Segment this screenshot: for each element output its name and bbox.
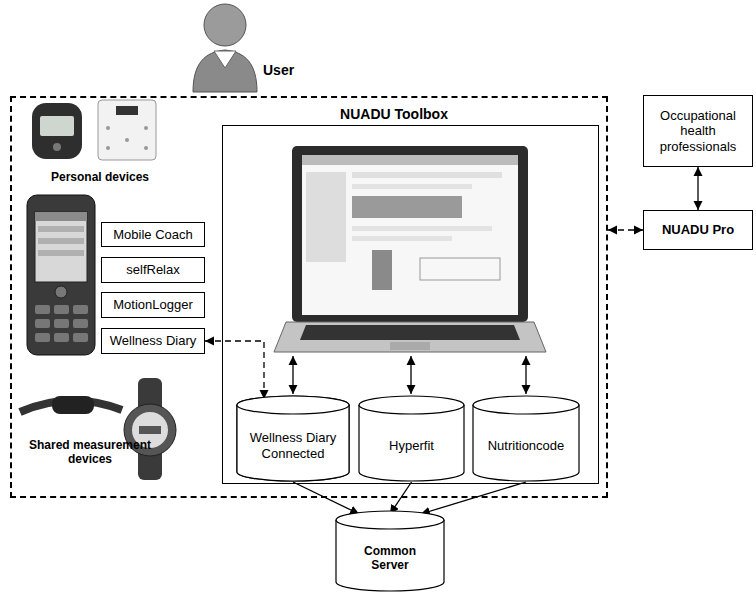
scale-dot bbox=[106, 126, 110, 130]
scale-body bbox=[98, 100, 156, 160]
watch-strap bbox=[138, 378, 162, 480]
node-label: Wellness Diary Connected bbox=[240, 430, 346, 461]
laptop-lid bbox=[292, 146, 528, 322]
phone-screen-bar bbox=[35, 212, 87, 221]
scale-dot bbox=[106, 146, 110, 150]
phone-menu-row bbox=[38, 226, 84, 232]
web-bubble bbox=[420, 258, 500, 280]
watch-display bbox=[139, 426, 161, 434]
phone-screen bbox=[35, 212, 87, 282]
web-row bbox=[352, 226, 492, 231]
laptop-frame bbox=[223, 126, 599, 484]
web-row bbox=[352, 184, 472, 189]
label-holder: Personal devices bbox=[35, 170, 165, 184]
connector-arrow bbox=[697, 167, 698, 210]
web-row bbox=[352, 172, 502, 178]
cylinder-body bbox=[237, 405, 349, 481]
cylinder-top bbox=[473, 396, 579, 414]
phone-menu-row bbox=[38, 238, 84, 244]
node-label: Occupational health professionals bbox=[648, 108, 748, 155]
laptop-link bbox=[292, 356, 293, 394]
node-label: Hyperfit bbox=[362, 438, 461, 454]
pedometer-body bbox=[32, 103, 82, 159]
cylinder-top bbox=[237, 396, 349, 414]
user-label: User bbox=[263, 62, 323, 79]
dashed-connector bbox=[205, 341, 264, 399]
web-person bbox=[372, 250, 392, 290]
laptop-touchpad bbox=[390, 342, 430, 350]
device-label: Personal devices bbox=[35, 170, 165, 184]
cylinder-body bbox=[237, 405, 349, 481]
connector-arrow bbox=[293, 482, 359, 514]
app-box: Wellness Diary bbox=[101, 328, 205, 354]
phone-key bbox=[35, 305, 50, 314]
group-title: NUADU Toolbox bbox=[324, 106, 464, 123]
laptop-base bbox=[274, 322, 546, 352]
phone-key bbox=[35, 333, 50, 342]
pedometer-button bbox=[53, 143, 61, 151]
database-cylinder: Wellness Diary Connected bbox=[236, 395, 350, 482]
belt-sensor bbox=[52, 396, 94, 414]
phone-key bbox=[54, 319, 69, 328]
cylinder-body bbox=[473, 405, 579, 481]
user-collar bbox=[214, 51, 236, 68]
scale-dot bbox=[125, 138, 129, 142]
node-label: Wellness Diary bbox=[106, 333, 200, 349]
database-cylinder: Nutritioncode bbox=[472, 395, 580, 482]
phone-key bbox=[54, 333, 69, 342]
node-label: Nutritioncode bbox=[476, 438, 576, 454]
database-cylinder: Hyperfit bbox=[358, 395, 465, 482]
app-box: MotionLogger bbox=[101, 292, 205, 318]
node-label: selfRelax bbox=[106, 262, 200, 278]
browser-bar bbox=[302, 155, 518, 165]
scale-dot bbox=[144, 146, 148, 150]
user-head bbox=[204, 4, 246, 46]
node-label: MotionLogger bbox=[106, 297, 200, 313]
app-box: selfRelax bbox=[101, 257, 205, 283]
web-picture bbox=[352, 196, 462, 218]
phone-key bbox=[73, 319, 88, 328]
user-body bbox=[193, 50, 257, 92]
cylinder-body bbox=[359, 405, 464, 481]
web-sidebar bbox=[306, 172, 346, 262]
cylinder-top bbox=[336, 511, 444, 529]
laptop-keyboard bbox=[300, 325, 520, 340]
device-label: Shared measurement devices bbox=[12, 438, 168, 467]
label-holder: User bbox=[263, 62, 323, 79]
role-box: Occupational health professionals bbox=[643, 95, 753, 167]
service-box: NUADU Pro bbox=[643, 210, 753, 250]
cylinder-body bbox=[336, 520, 444, 591]
phone-key bbox=[73, 305, 88, 314]
phone-key bbox=[73, 333, 88, 342]
node-label: Mobile Coach bbox=[106, 227, 200, 243]
node-label: NUADU Pro bbox=[648, 222, 748, 238]
label-holder: Shared measurement devices bbox=[12, 438, 168, 467]
laptop-link bbox=[410, 356, 411, 394]
toolbox-group: NUADU ToolboxMobile Coach selfRelaxMotion… bbox=[10, 96, 608, 498]
server-cylinder: Common Server bbox=[335, 510, 445, 592]
phone-key bbox=[35, 319, 50, 328]
node-label: Common Server bbox=[358, 544, 422, 573]
phone-key bbox=[54, 305, 69, 314]
phone-menu-row bbox=[38, 250, 84, 256]
web-row bbox=[352, 236, 452, 241]
scale-dot bbox=[144, 126, 148, 130]
scale-display bbox=[116, 106, 138, 115]
phone-nav-pad bbox=[55, 286, 67, 298]
connector-arrow bbox=[390, 482, 412, 514]
cylinder-top bbox=[359, 396, 464, 414]
dashed-connector bbox=[608, 229, 643, 230]
phone-body bbox=[27, 195, 95, 355]
connector-group bbox=[205, 167, 698, 514]
laptop-screen bbox=[302, 155, 518, 315]
app-box: Mobile Coach bbox=[101, 222, 205, 247]
connector-arrow bbox=[421, 482, 526, 514]
pedometer-screen bbox=[40, 116, 74, 136]
cylinder-top bbox=[237, 396, 349, 414]
laptop-link bbox=[525, 356, 526, 394]
